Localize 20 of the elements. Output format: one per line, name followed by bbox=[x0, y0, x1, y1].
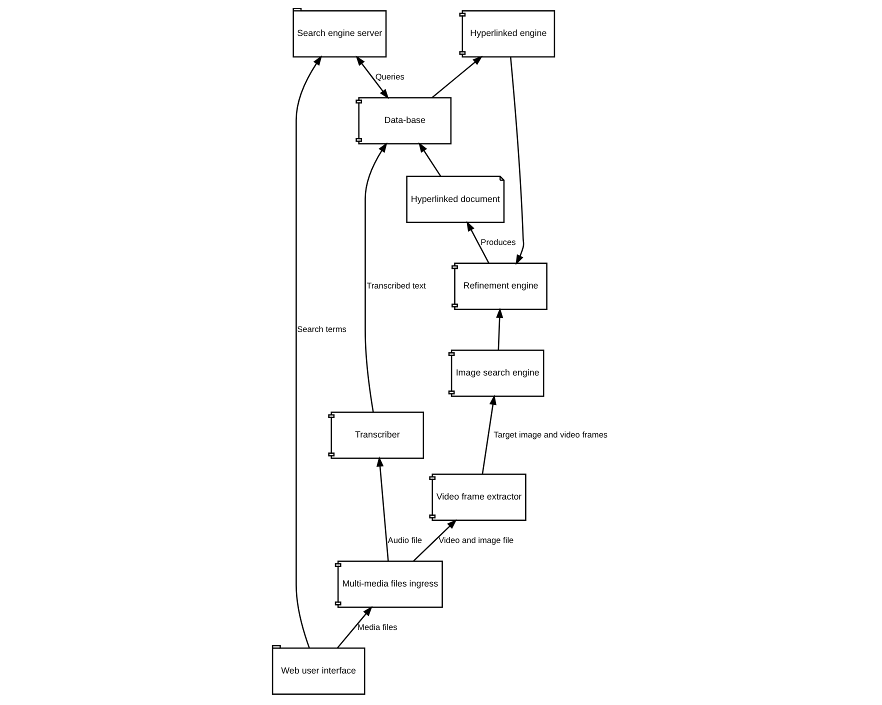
edge-label: Target image and video frames bbox=[494, 429, 608, 440]
edge-label: Transcribed text bbox=[366, 280, 426, 291]
arrow bbox=[496, 308, 504, 350]
arrow bbox=[482, 394, 496, 474]
arrow bbox=[418, 142, 442, 177]
arrow bbox=[296, 55, 322, 648]
edge-label: Produces bbox=[480, 237, 516, 248]
arrow bbox=[336, 606, 372, 648]
arrow bbox=[413, 519, 457, 562]
edge-label: Media files bbox=[358, 622, 398, 632]
edge-label: Search terms bbox=[297, 324, 346, 334]
edge-label: Queries bbox=[375, 71, 404, 82]
arrow bbox=[364, 142, 388, 412]
edge-label: Video and image file bbox=[438, 534, 514, 545]
arrow bbox=[432, 56, 483, 98]
arrow bbox=[510, 57, 524, 265]
arrow bbox=[376, 456, 389, 562]
arrow bbox=[356, 56, 389, 100]
arrow bbox=[466, 220, 490, 264]
edge-label: Audio file bbox=[388, 534, 422, 545]
